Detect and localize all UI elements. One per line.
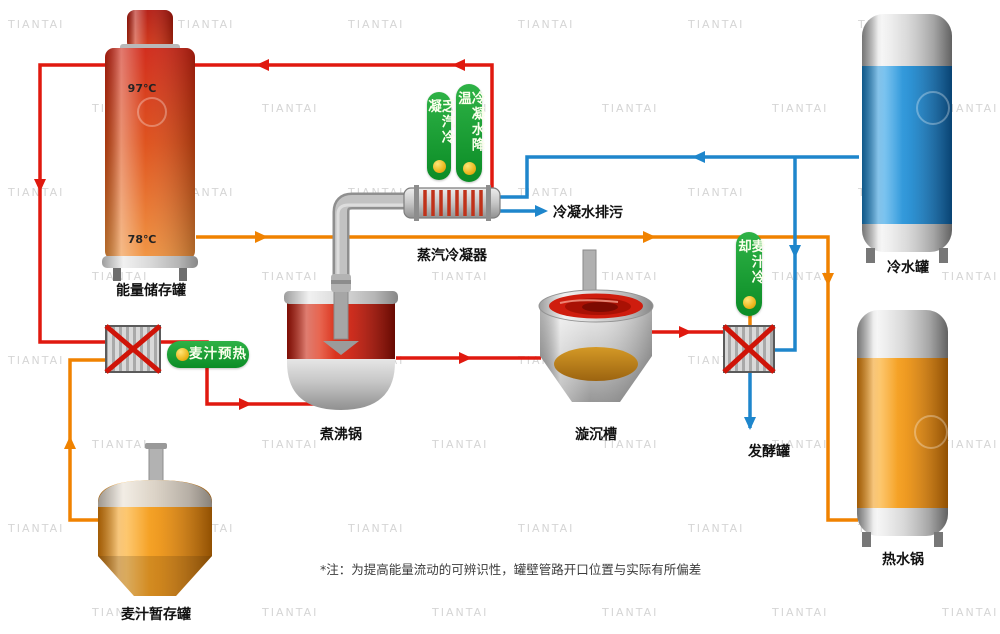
tag-wort-preheat-label: 麦汁预热 <box>189 345 247 362</box>
label-temp-bottom: 78℃ <box>127 233 157 246</box>
hot-flow-arrows <box>34 59 692 410</box>
label-steam-condenser: 蒸汽冷凝器 <box>417 248 487 264</box>
label-whirlpool: 漩沉槽 <box>575 427 617 443</box>
droplet-icon <box>462 162 476 175</box>
hot-water-tank-body <box>857 310 948 547</box>
cold-water-tank-body <box>862 14 952 263</box>
droplet-icon <box>742 296 756 309</box>
droplet-icon <box>176 348 189 361</box>
label-fermenter: 发酵罐 <box>748 444 790 460</box>
tag-condensate-cooling-label: 冷凝水降温 <box>455 91 485 153</box>
label-hot-water-tank: 热水锅 <box>882 552 924 568</box>
label-cold-water-tank: 冷水罐 <box>887 260 929 276</box>
droplet-icon <box>432 160 446 173</box>
label-condensate-drain: 冷凝水排污 <box>553 205 623 221</box>
label-energy-storage-tank: 能量储存罐 <box>116 283 186 299</box>
footnote: *注：为提高能量流动的可辨识性，罐壁管路开口位置与实际有所偏差 <box>320 562 702 577</box>
wort-cooler-exchanger <box>722 324 776 374</box>
wort-buffer-tank-body <box>98 443 212 596</box>
label-boil-kettle: 煮沸锅 <box>320 427 362 443</box>
tag-steam-condense: 乏汽冷凝 <box>425 92 455 180</box>
tag-wort-cooling-label: 麦汁冷却 <box>735 239 765 286</box>
wort-flow-arrows <box>64 231 834 449</box>
wort-preheater-exchanger <box>104 324 162 374</box>
cold-flow-arrows <box>535 151 801 430</box>
tag-wort-cooling: 麦汁冷却 <box>735 232 765 316</box>
tag-condensate-cooling: 冷凝水降温 <box>455 84 485 182</box>
steam-pipe <box>332 192 404 292</box>
whirlpool-body <box>538 249 654 402</box>
steam-condenser-body <box>403 185 501 221</box>
label-wort-buffer-tank: 麦汁暂存罐 <box>121 607 191 623</box>
tank-logo-watermarks <box>137 91 950 449</box>
label-temp-top: 97℃ <box>127 82 157 95</box>
boil-kettle-body <box>284 274 398 410</box>
tag-wort-preheat: 麦汁预热 <box>167 341 249 368</box>
tag-steam-condense-label: 乏汽冷凝 <box>425 99 455 146</box>
energy-storage-tank <box>102 10 198 281</box>
